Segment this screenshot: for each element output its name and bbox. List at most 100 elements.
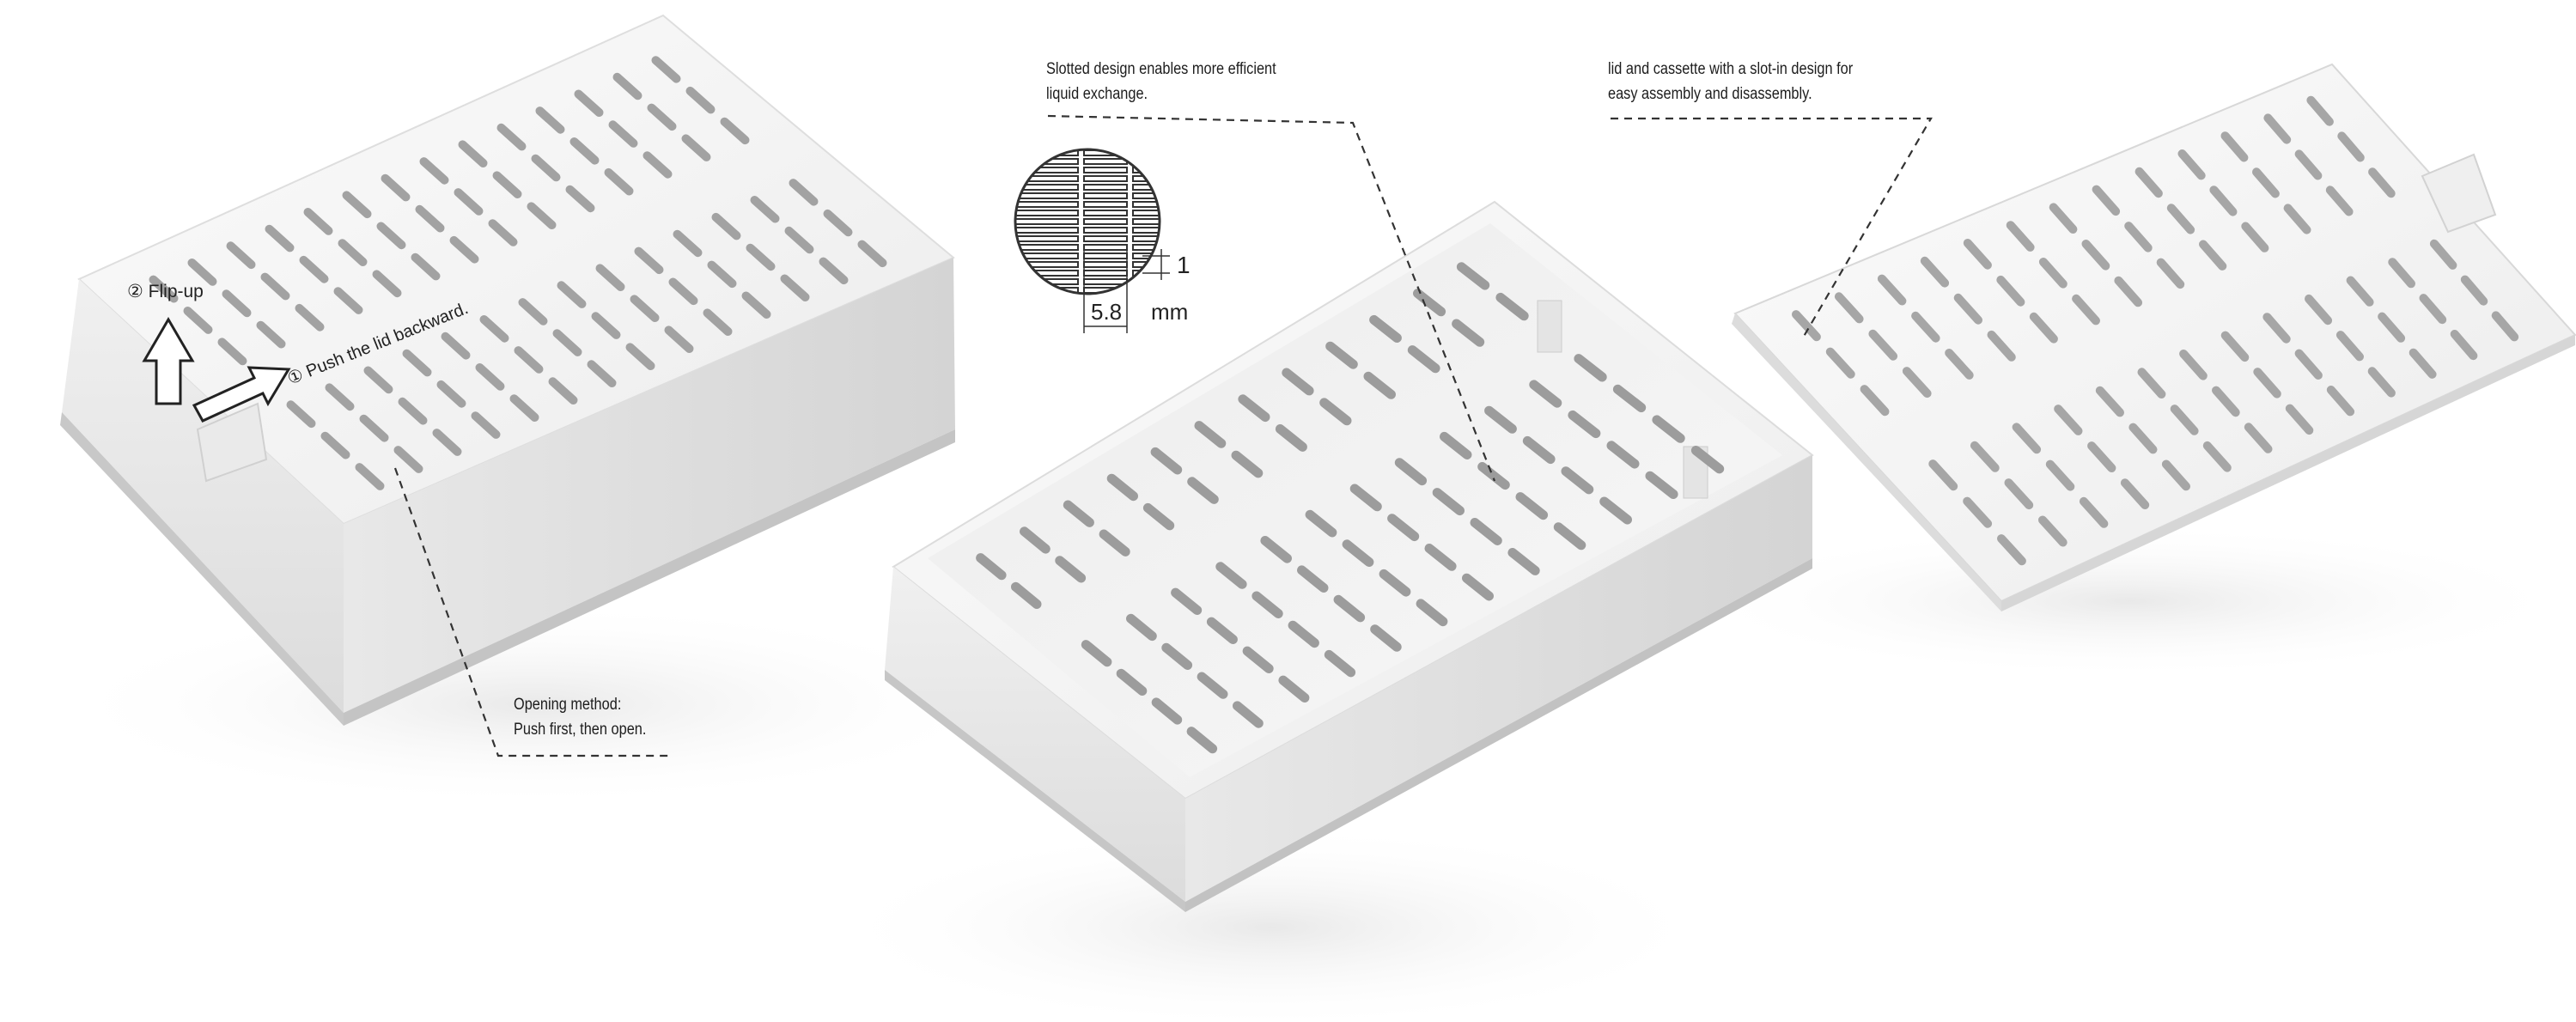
push-back-arrow: [192, 366, 291, 423]
slot: [1574, 354, 1607, 382]
detail-slot: [1083, 252, 1128, 259]
slot: [527, 202, 557, 229]
slot: [2079, 496, 2109, 528]
slot: [685, 86, 716, 114]
slot: [746, 243, 776, 271]
slot: [673, 229, 703, 258]
slot: [1652, 415, 1685, 443]
slot: [2241, 222, 2269, 252]
open-cassette-base-side: [1185, 558, 1812, 912]
slot: [976, 553, 1007, 581]
slot: [286, 400, 316, 429]
slot: [303, 208, 333, 235]
detail-slot: [1015, 175, 1079, 182]
slot: [381, 173, 411, 202]
slot: [1319, 398, 1352, 426]
slot: [1945, 349, 1974, 380]
lid-slots: [1792, 95, 2519, 566]
slot: [2368, 167, 2396, 198]
slot: [1387, 514, 1420, 542]
slot: [642, 151, 673, 179]
slot: [1278, 675, 1310, 703]
detail-slot: [1015, 252, 1079, 259]
slot: [1106, 473, 1138, 502]
detail-slot: [1132, 287, 1160, 294]
slot: [1953, 293, 1982, 325]
slot: [1902, 367, 1932, 398]
center-cassette-shadow: [825, 824, 1718, 1022]
open-cassette: [885, 200, 1814, 912]
open-cassette-front: [885, 567, 1185, 902]
detail-slot: [1015, 218, 1079, 225]
slot: [325, 383, 355, 411]
slot: [398, 397, 428, 425]
slot: [509, 394, 539, 422]
slot: [441, 332, 471, 360]
slot: [2252, 167, 2280, 198]
slot: [1297, 565, 1329, 593]
slot: [1477, 462, 1510, 490]
slot: [260, 272, 290, 301]
slot: [183, 307, 213, 334]
detail-slot: [1132, 235, 1160, 242]
leader-opening: [393, 467, 670, 757]
slot: [363, 366, 393, 394]
detail-slot: [1083, 235, 1128, 242]
callout-slot-in-design: lid and cassette with a slot-in design f…: [1608, 57, 1853, 106]
slot: [595, 264, 625, 291]
slot: [1251, 591, 1283, 618]
slot: [1194, 421, 1227, 448]
slot: [1413, 289, 1446, 317]
callout-opening-method: Opening method: Push first, then open.: [514, 692, 646, 742]
slot: [1275, 424, 1307, 452]
detail-slot: [1132, 227, 1160, 234]
slot: [2038, 258, 2067, 289]
slot: [1325, 341, 1358, 369]
slot: [2087, 441, 2116, 472]
slot: [1288, 620, 1319, 648]
slot: [1561, 466, 1594, 495]
slot: [1568, 410, 1601, 439]
slot: [569, 137, 600, 165]
slot: [492, 171, 522, 198]
slot: [664, 325, 694, 353]
open-cassette-inner: [928, 223, 1782, 777]
slot: [342, 191, 372, 219]
slot: [2460, 275, 2488, 306]
detail-slot: [1015, 261, 1079, 268]
slot: [2346, 276, 2374, 307]
slot: [750, 196, 780, 223]
separate-lid: [1732, 63, 2576, 611]
slot: [1260, 536, 1292, 563]
closed-cassette-side: [344, 258, 955, 713]
detail-slot: [1132, 201, 1160, 208]
dimension-unit: mm: [1151, 299, 1188, 325]
slot: [2092, 185, 2121, 216]
slot-gap-value: 1: [1177, 252, 1191, 278]
slot: [419, 157, 449, 185]
slot: [1456, 262, 1490, 290]
detail-slot: [1132, 210, 1160, 216]
slot: [1324, 649, 1356, 678]
slot: [535, 106, 565, 134]
slot: [823, 209, 853, 237]
slot: [1424, 544, 1457, 571]
lid-hinge-tab: [2421, 153, 2497, 234]
lid-edge-left: [1732, 313, 2001, 611]
slot: [608, 120, 638, 148]
slot: [1233, 701, 1264, 728]
slot: [1495, 292, 1529, 321]
slot: [784, 226, 814, 254]
slot: [711, 212, 741, 240]
slot: [720, 117, 750, 145]
slot: [1116, 668, 1148, 696]
slot: [548, 377, 578, 405]
slot: [2177, 149, 2206, 180]
callout-slotted-design: Slotted design enables more efficient li…: [1046, 57, 1276, 106]
slot: [217, 338, 247, 366]
slot: [1416, 599, 1448, 627]
slot: [1963, 496, 1993, 528]
slot: [2285, 404, 2314, 435]
slot: [454, 188, 484, 216]
slot: [1825, 347, 1855, 379]
